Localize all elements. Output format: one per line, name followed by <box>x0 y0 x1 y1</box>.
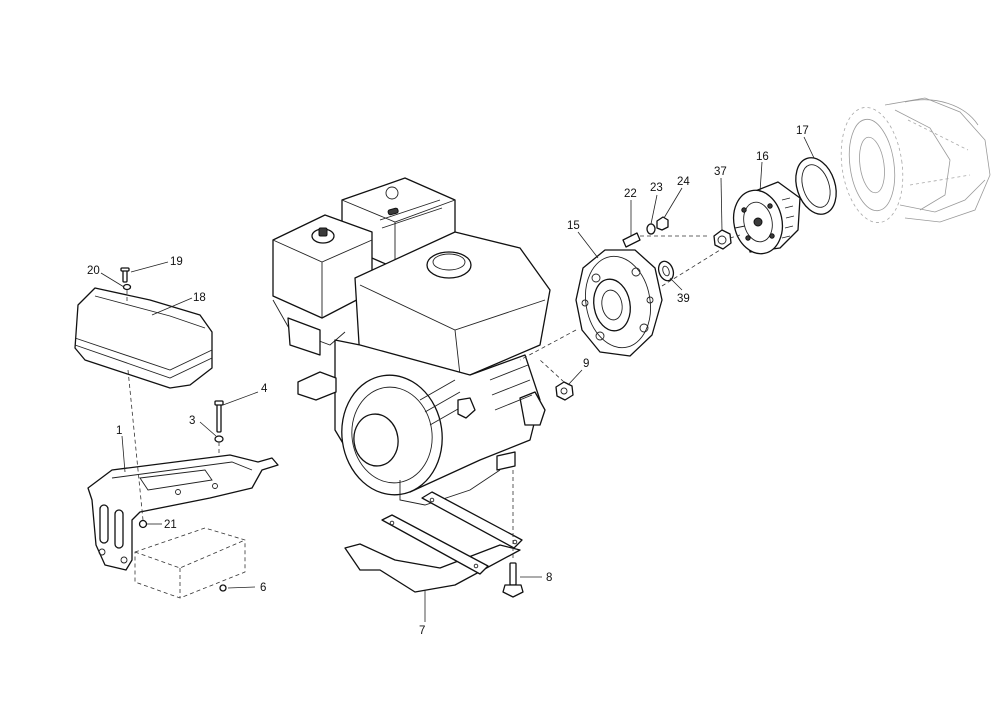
callout-4: 4 <box>261 383 268 395</box>
box-nut <box>219 584 227 592</box>
callout-16: 16 <box>756 151 769 163</box>
callout-8: 8 <box>546 572 552 584</box>
bracket-nut <box>138 519 148 529</box>
callout-15: 15 <box>567 220 580 232</box>
gear-housing-outline <box>840 97 991 223</box>
clutch-drum <box>732 181 801 255</box>
leader-lines <box>100 136 815 622</box>
mounting-bracket <box>87 454 279 571</box>
alignment-lines <box>126 234 741 560</box>
callout-labels: 1 3 4 6 7 8 9 15 16 17 18 19 20 21 22 23… <box>87 125 809 637</box>
small-nut <box>656 216 669 231</box>
callout-7: 7 <box>419 625 425 637</box>
base-bolt <box>502 562 524 598</box>
callout-6: 6 <box>260 582 266 594</box>
cover-screw <box>120 267 130 283</box>
bolt <box>214 400 224 433</box>
washer <box>657 260 675 282</box>
callout-22: 22 <box>624 188 637 200</box>
callout-37: 37 <box>714 166 727 178</box>
callout-20: 20 <box>87 265 100 277</box>
retaining-ring <box>795 157 837 215</box>
engine <box>272 177 551 506</box>
callout-39: 39 <box>677 293 690 305</box>
bolt-washer <box>214 435 224 443</box>
cover-washer <box>122 283 132 291</box>
callout-1: 1 <box>116 425 122 437</box>
callout-23: 23 <box>650 182 663 194</box>
engine-mount-nut <box>555 381 574 401</box>
base-plate-set <box>344 491 523 593</box>
adapter-flange <box>575 249 663 357</box>
clutch-nut <box>713 229 732 250</box>
small-washer <box>646 223 656 235</box>
callout-9: 9 <box>583 358 589 370</box>
callout-3: 3 <box>189 415 195 427</box>
callout-17: 17 <box>796 125 809 137</box>
callout-21: 21 <box>164 519 177 531</box>
cover-housing <box>74 287 213 389</box>
box-outline <box>134 527 246 599</box>
stud-pin <box>622 232 641 248</box>
callout-18: 18 <box>193 292 206 304</box>
callout-24: 24 <box>677 176 690 188</box>
callout-19: 19 <box>170 256 183 268</box>
